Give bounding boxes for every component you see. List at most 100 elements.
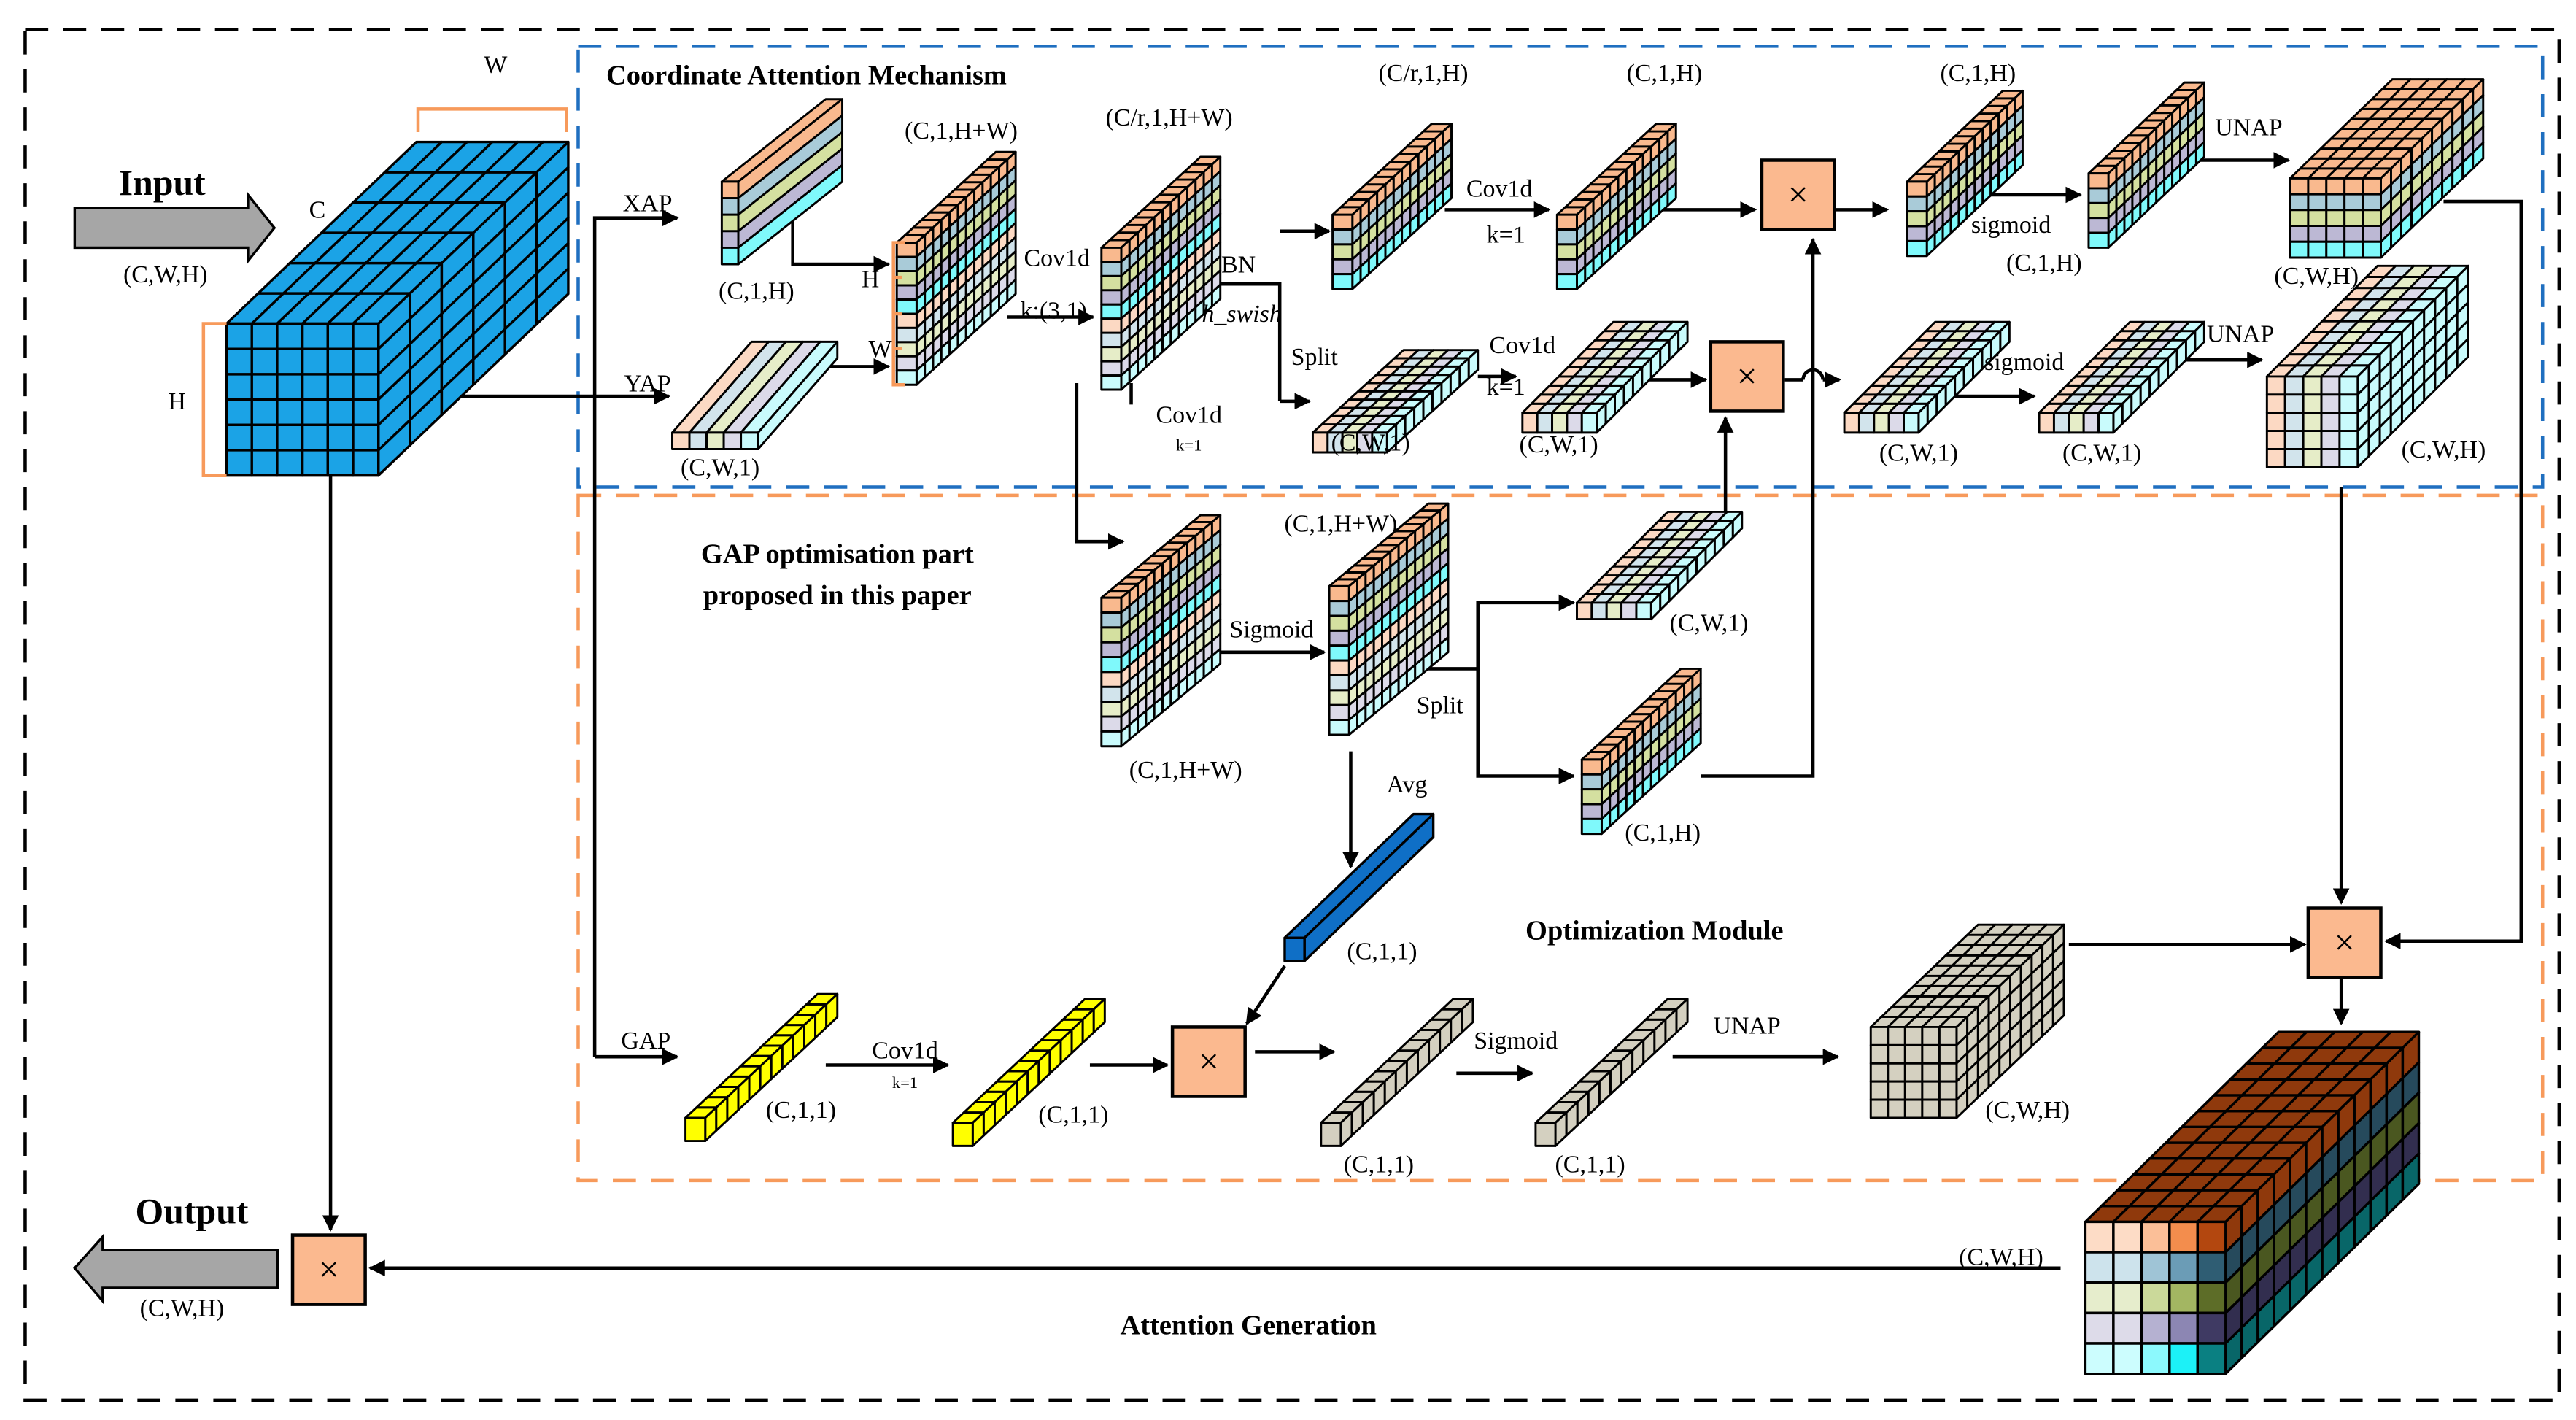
opt-conv-tensor — [951, 998, 1106, 1147]
w-mult-tensor — [1843, 320, 2011, 434]
opt-out-shape: (C,W,H) — [1985, 1097, 2070, 1124]
multiply-icon: × — [1788, 174, 1809, 215]
gap-sig-shape: (C,1,H+W) — [1284, 511, 1397, 538]
gap-w-tensor — [1576, 510, 1744, 621]
concat-h-label: H — [862, 266, 880, 293]
xap-to-concat — [791, 206, 891, 273]
w-sigmoid-label: sigmoid — [1984, 349, 2064, 376]
input-cube — [225, 140, 570, 477]
gap-sigmoid-tensor — [1328, 502, 1450, 736]
w-sigmoid-shape: (C,W,1) — [2062, 439, 2141, 466]
opt-unap-label: UNAP — [1713, 1013, 1780, 1040]
attention-shape: (C,W,H) — [1959, 1243, 2043, 1270]
opt-conv-k-label: k=1 — [892, 1073, 918, 1092]
opt-conv-shape: (C,1,1) — [1038, 1102, 1108, 1129]
bn-label: BN — [1221, 251, 1256, 278]
opt-sigmoid-label: Sigmoid — [1474, 1027, 1558, 1054]
h-conv-label: Cov1d — [1466, 175, 1533, 202]
avg-shape: (C,1,1) — [1347, 938, 1417, 965]
avg-to-mult — [1245, 965, 1286, 1025]
opt-out-cube — [1869, 923, 2065, 1119]
activation-label: h_swish — [1202, 301, 1281, 328]
input-arrow-icon — [73, 191, 276, 265]
w-conv-shape: (C,W,1) — [1520, 431, 1598, 458]
gap-part-title-line2: proposed in this paper — [703, 580, 972, 611]
xap-label: XAP — [623, 190, 673, 217]
multiply-nodes: × × × × × — [290, 158, 2383, 1306]
w-mult-shape: (C,W,1) — [1879, 439, 1958, 466]
gap-in-tensor — [1100, 514, 1222, 748]
concat-shape: (C,1,H+W) — [905, 117, 1018, 144]
yap-tensor — [671, 340, 839, 450]
multiply-icon: × — [1737, 356, 1757, 396]
avg-label: Avg — [1386, 771, 1427, 798]
gap-split-label: Split — [1417, 692, 1464, 719]
bn-trunk — [1205, 282, 1282, 401]
optimization-border — [576, 493, 2545, 1183]
dim-c-label: C — [309, 197, 326, 224]
w-conv-k-label: k=1 — [1487, 374, 1525, 401]
concat-w-label: W — [869, 336, 892, 363]
yap-label: YAP — [624, 370, 670, 397]
multiply-node-final: × — [2306, 906, 2383, 979]
gap-split — [1428, 594, 1576, 671]
opt-conv-label: Cov1d — [872, 1037, 938, 1064]
h-reduced-tensor — [1331, 123, 1453, 290]
gap-label: GAP — [621, 1027, 670, 1054]
attention-cube — [2084, 1030, 2421, 1375]
coordinate-attention-border — [576, 45, 2545, 489]
gap-tensor — [684, 992, 839, 1143]
output-arrow-icon — [73, 1233, 279, 1305]
xap-shape: (C,1,H) — [719, 278, 794, 305]
h-mult-shape: (C,1,H) — [1941, 60, 2016, 87]
concat-tensor — [895, 150, 1017, 386]
coordinate-attention-title: Coordinate Attention Mechanism — [606, 60, 1007, 90]
h-conv-shape: (C,1,H) — [1627, 60, 1703, 87]
gap-split-h — [1476, 668, 1576, 784]
dim-h-label: H — [168, 388, 186, 415]
optimization-module-title: Optimization Module — [1525, 916, 1784, 946]
gap-h-tensor — [1580, 667, 1702, 836]
split-label: Split — [1291, 344, 1339, 371]
input-dim-bracket — [201, 107, 568, 477]
multiply-icon: × — [319, 1249, 339, 1289]
w-unap-label: UNAP — [2207, 320, 2274, 347]
gap-shape: (C,1,1) — [766, 1097, 836, 1124]
attention-generation-title: Attention Generation — [1121, 1310, 1377, 1340]
connector-lines — [322, 152, 2523, 1277]
h-conv-k-label: k=1 — [1487, 222, 1525, 249]
h-mult-tensor — [1906, 89, 2024, 258]
opt-sig-shape: (C,1,1) — [1555, 1151, 1625, 1178]
opt-mult-tensor — [1320, 998, 1474, 1147]
w-conv-label: Cov1d — [1490, 332, 1556, 359]
conv-label: Cov1d — [1024, 244, 1090, 271]
reduced-tensor — [1100, 155, 1222, 391]
multiply-icon: × — [2335, 922, 2355, 962]
input-to-xap — [592, 209, 679, 1057]
w-reduced-tensor — [1311, 349, 1480, 454]
multiply-node-output: × — [290, 1233, 367, 1306]
to-gap-part — [1075, 382, 1125, 550]
opt-sigmoid-tensor — [1534, 998, 1689, 1147]
input-shape: (C,W,H) — [123, 261, 208, 288]
output-title: Output — [136, 1192, 249, 1232]
dim-w-label: W — [484, 52, 507, 79]
w-sigmoid-tensor — [2038, 320, 2205, 434]
h-reduced-shape: (C/r,1,H) — [1379, 60, 1469, 87]
w-conv-tensor — [1521, 320, 1689, 434]
opt-mult-shape: (C,1,1) — [1344, 1151, 1414, 1178]
h-sigmoid-tensor — [2087, 81, 2205, 249]
multiply-icon: × — [1199, 1041, 1219, 1081]
w-out-cube — [2265, 264, 2469, 468]
input-title: Input — [119, 163, 206, 203]
gap-in-shape: (C,1,H+W) — [1129, 757, 1242, 784]
multiply-node-opt: × — [1170, 1025, 1247, 1098]
outer-border — [23, 28, 2561, 1402]
multiply-node-h: × — [1760, 158, 1836, 231]
gap-h-shape: (C,1,H) — [1625, 819, 1701, 846]
gap-sigmoid-label: Sigmoid — [1229, 616, 1313, 643]
reduced-shape: (C/r,1,H+W) — [1105, 104, 1232, 131]
w-reduced-shape: (C,W,1) — [1331, 430, 1410, 457]
conv-kernel-label: k:(3,1) — [1020, 298, 1086, 325]
